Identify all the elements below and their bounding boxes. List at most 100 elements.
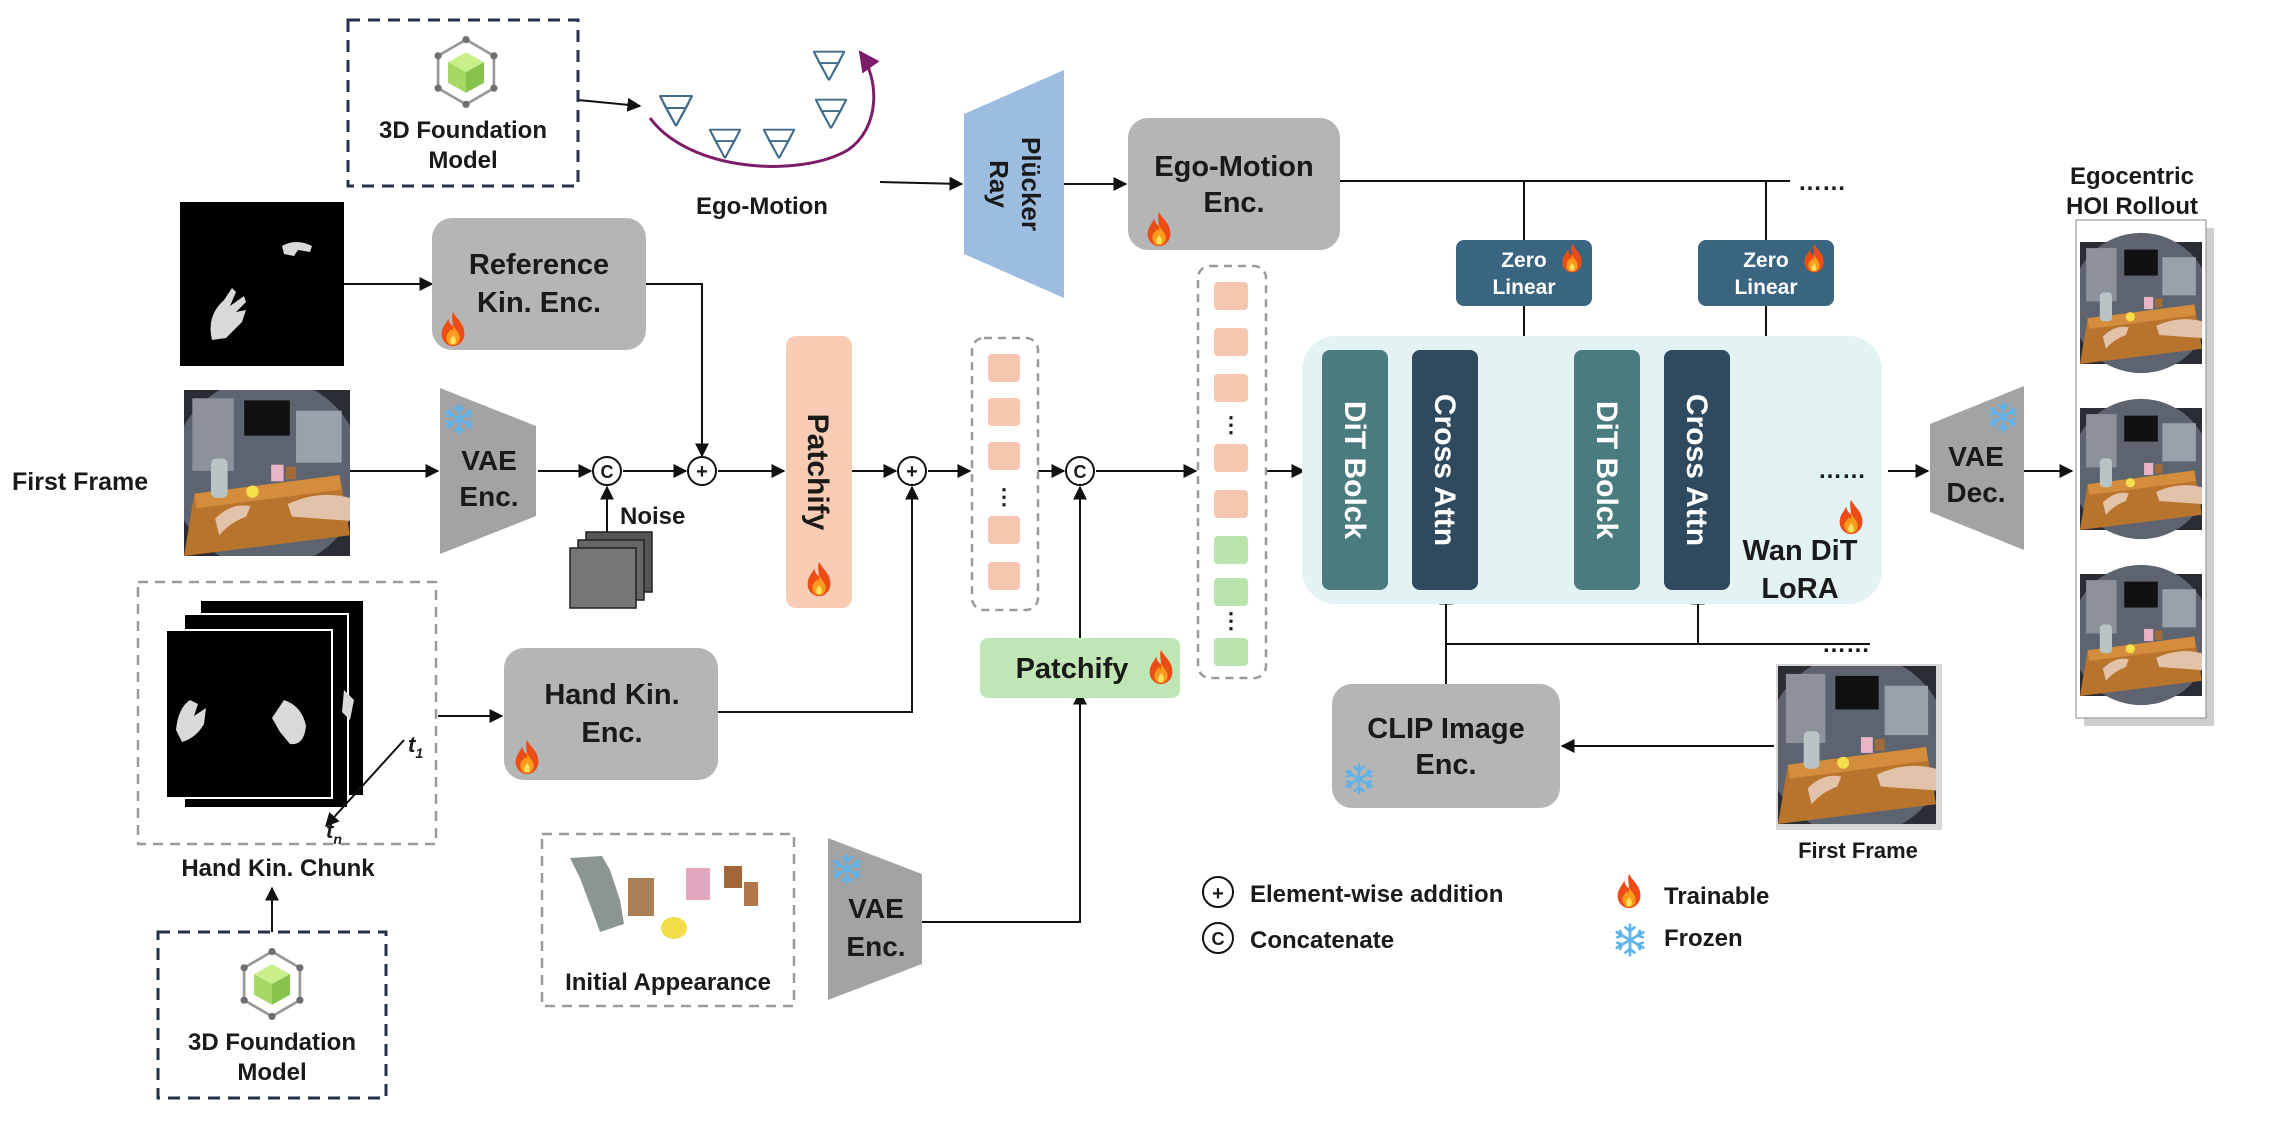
token-vdots: ⋮ [993, 484, 1015, 509]
dit-block-2 [1574, 350, 1640, 590]
ego-enc-line1: Ego-Motion [1154, 151, 1313, 183]
ego-enc-line2: Enc. [1203, 187, 1264, 219]
rollout-frame-3 [2080, 564, 2202, 706]
zero-linear-1-line1: Zero [1501, 249, 1547, 272]
fire-icon [1617, 873, 1641, 909]
plus-symbol: + [906, 461, 918, 483]
patchify-green-box [980, 638, 1180, 698]
reference-hand-right [282, 242, 312, 256]
noise-stack: Noise [569, 503, 685, 609]
cross-attn-2 [1664, 350, 1730, 590]
dit-block-1 [1322, 350, 1388, 590]
token-column-1-frame [970, 336, 1040, 612]
zero-linear-1: Zero Linear [1456, 240, 1592, 306]
object-cup [628, 878, 654, 916]
foundation-model-top: 3D Foundation Model [346, 18, 580, 188]
ego-motion-label: Ego-Motion [696, 193, 828, 220]
plucker-line2: Ray [984, 160, 1014, 208]
legend-concat-label: Concatenate [1250, 927, 1394, 954]
legend-trainable-label: Trainable [1664, 883, 1769, 910]
hand-enc-line1: Hand Kin. [544, 679, 679, 711]
connectors [265, 97, 2074, 932]
patchify-orange-box [786, 336, 852, 608]
zero-linear-2-box [1698, 240, 1834, 306]
token-vdots: ⋮ [1220, 412, 1242, 437]
hand-enc-box [504, 648, 718, 780]
appearance-frame [540, 832, 796, 1008]
token [1214, 282, 1248, 310]
reference-hand-image [180, 202, 344, 366]
t1-label: t1 [408, 732, 423, 761]
rollout-frame-2 [2080, 398, 2202, 540]
token [988, 562, 1020, 590]
hoi-rollout: Egocentric HOI Rollout [2066, 163, 2214, 726]
ego-motion-encoder: Ego-Motion Enc. [1128, 118, 1340, 250]
object-pitcher [570, 856, 624, 932]
object-candle [661, 917, 687, 939]
hand-kin-encoder: Hand Kin. Enc. [504, 648, 718, 780]
reference-hand-left [210, 288, 246, 340]
token [1214, 328, 1248, 356]
vae-enc-top-trapezoid [440, 388, 536, 554]
concat-symbol: C [1212, 929, 1225, 949]
first-frame-right-image [1778, 666, 1936, 824]
noise-label: Noise [620, 503, 685, 530]
plus-symbol: + [1212, 883, 1224, 905]
wan-dit-line2: LoRA [1761, 573, 1838, 605]
wan-dit-panel: DiT Bolck Cross Attn DiT Bolck Cross Att… [1302, 336, 1882, 605]
foundation-to-egomotion-arrow [577, 97, 642, 112]
trajectory-curve [648, 50, 880, 168]
vae-enc-bottom-trapezoid [828, 838, 922, 1000]
token [988, 442, 1020, 470]
chunk-hand-right-side [342, 690, 354, 720]
clip-image-encoder: CLIP Image Enc. [1332, 684, 1560, 808]
vae-enc-bottom-line1: VAE [848, 893, 904, 924]
first-frame-right-label: First Frame [1798, 838, 1918, 863]
token-green [1214, 536, 1248, 564]
token-green [1214, 638, 1248, 666]
vae-encoder-bottom: VAE Enc. [828, 838, 922, 1000]
reference-enc-line1: Reference [469, 249, 609, 281]
first-frame-left-image [184, 390, 350, 556]
vae-encoder-top: VAE Enc. [440, 388, 536, 554]
vae-dec-line1: VAE [1948, 441, 2004, 472]
hand-enc-line2: Enc. [581, 717, 642, 749]
snowflake-icon [1615, 923, 1645, 957]
dit-block-1-label: DiT Bolck [1338, 401, 1371, 540]
object-can [744, 882, 758, 906]
clip-enc-line1: CLIP Image [1367, 713, 1524, 745]
zero-linear-2: Zero Linear [1698, 240, 1834, 306]
vae-enc-bottom-line2: Enc. [846, 931, 905, 962]
plucker-trapezoid [964, 70, 1064, 298]
zero-linear-1-box [1456, 240, 1592, 306]
hand-kin-chunk: t1 tn Hand Kin. Chunk [136, 580, 438, 882]
first-frame-left-label: First Frame [12, 468, 148, 496]
foundation-bottom-line2: Model [237, 1059, 306, 1086]
token [988, 516, 1020, 544]
vae-dec-line2: Dec. [1946, 477, 2005, 508]
concat-symbol: C [601, 462, 614, 482]
camera-frustum-icon [762, 128, 796, 160]
plucker-ray: Plücker Ray [964, 70, 1064, 298]
cross-attn-2-label: Cross Attn [1680, 394, 1713, 546]
reference-image-frame [180, 202, 344, 366]
time-axis-line [325, 739, 405, 828]
first-frame-right: First Frame [1776, 664, 1942, 863]
concat-node-1: C [592, 456, 622, 486]
token [1214, 374, 1248, 402]
appearance-label: Initial Appearance [565, 969, 771, 996]
token [1214, 490, 1248, 518]
reference-kin-encoder: Reference Kin. Enc. [432, 218, 646, 350]
foundation-top-line2: Model [428, 147, 497, 174]
wan-dit-line1: Wan DiT [1743, 535, 1858, 567]
object-box [686, 868, 710, 900]
chunk-hand-right [272, 700, 306, 745]
dit-ellipsis: …… [1818, 457, 1866, 484]
vae-bottom-to-patchify-arrow [922, 690, 1087, 923]
token [988, 398, 1020, 426]
legend-frozen-label: Frozen [1664, 925, 1743, 952]
patchify-orange: Patchify [786, 336, 852, 608]
chunk-hand-left [176, 700, 206, 742]
token-column-2: ⋮ ⋮ [1196, 264, 1268, 680]
